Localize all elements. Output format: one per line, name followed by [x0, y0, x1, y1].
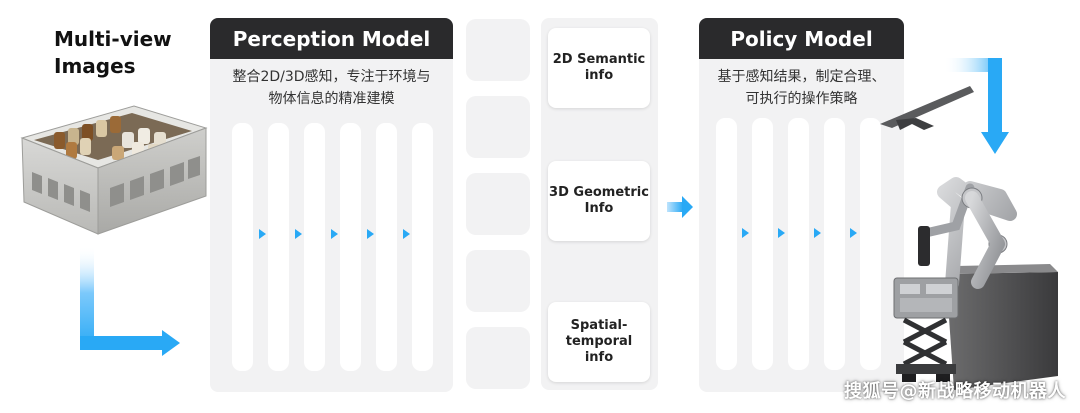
info-card-3d-geometric: 3D Geometric Info: [548, 161, 650, 241]
chevron-right-icon: [331, 229, 338, 239]
perception-column: [304, 123, 325, 371]
policy-model-panel: Policy Model 基于感知结果，制定合理、 可执行的操作策略: [699, 18, 904, 392]
perception-model-header: Perception Model: [210, 18, 453, 59]
policy-model-header: Policy Model: [699, 18, 904, 59]
feature-token: [466, 173, 530, 235]
watermark-text: 搜狐号@新战略移动机器人: [844, 381, 1066, 402]
chevron-right-icon: [403, 229, 410, 239]
feature-token: [466, 19, 530, 81]
chevron-right-icon: [850, 228, 857, 238]
output-flow-arrow: [944, 58, 1009, 154]
chevron-right-icon: [295, 229, 302, 239]
perception-model-panel: Perception Model 整合2D/3D感知，专注于环境与 物体信息的精…: [210, 18, 453, 392]
perception-column: [376, 123, 397, 371]
robot-arm-image: [880, 86, 1058, 390]
policy-column: [788, 118, 809, 370]
perception-column: [232, 123, 253, 371]
perception-output-panel: 2D Semantic info 3D Geometric Info Spati…: [541, 18, 658, 390]
perception-column: [412, 123, 433, 371]
feature-token: [466, 96, 530, 158]
policy-column: [752, 118, 773, 370]
perception-model-description: 整合2D/3D感知，专注于环境与 物体信息的精准建模: [232, 69, 431, 107]
info-card-spatial-temporal: Spatial- temporal info: [548, 302, 650, 382]
chevron-right-icon: [778, 228, 785, 238]
input-flow-arrow: [80, 246, 180, 356]
policy-column: [716, 118, 737, 370]
multi-view-images-title: Multi-view Images: [54, 27, 172, 78]
feature-token: [466, 250, 530, 312]
feature-token: [466, 327, 530, 389]
perception-column: [340, 123, 361, 371]
info-card-2d-semantic: 2D Semantic info: [548, 28, 650, 108]
perception-model-title: Perception Model: [232, 26, 431, 51]
policy-model-description: 基于感知结果，制定合理、 可执行的操作策略: [717, 69, 886, 107]
policy-column: [824, 118, 845, 370]
chevron-right-icon: [259, 229, 266, 239]
storage-crate-image: [20, 105, 208, 235]
perception-column: [268, 123, 289, 371]
policy-column: [860, 118, 881, 370]
chevron-right-icon: [742, 228, 749, 238]
chevron-right-icon: [367, 229, 374, 239]
forward-arrow-icon: [667, 196, 693, 218]
chevron-right-icon: [814, 228, 821, 238]
policy-model-title: Policy Model: [730, 26, 873, 51]
